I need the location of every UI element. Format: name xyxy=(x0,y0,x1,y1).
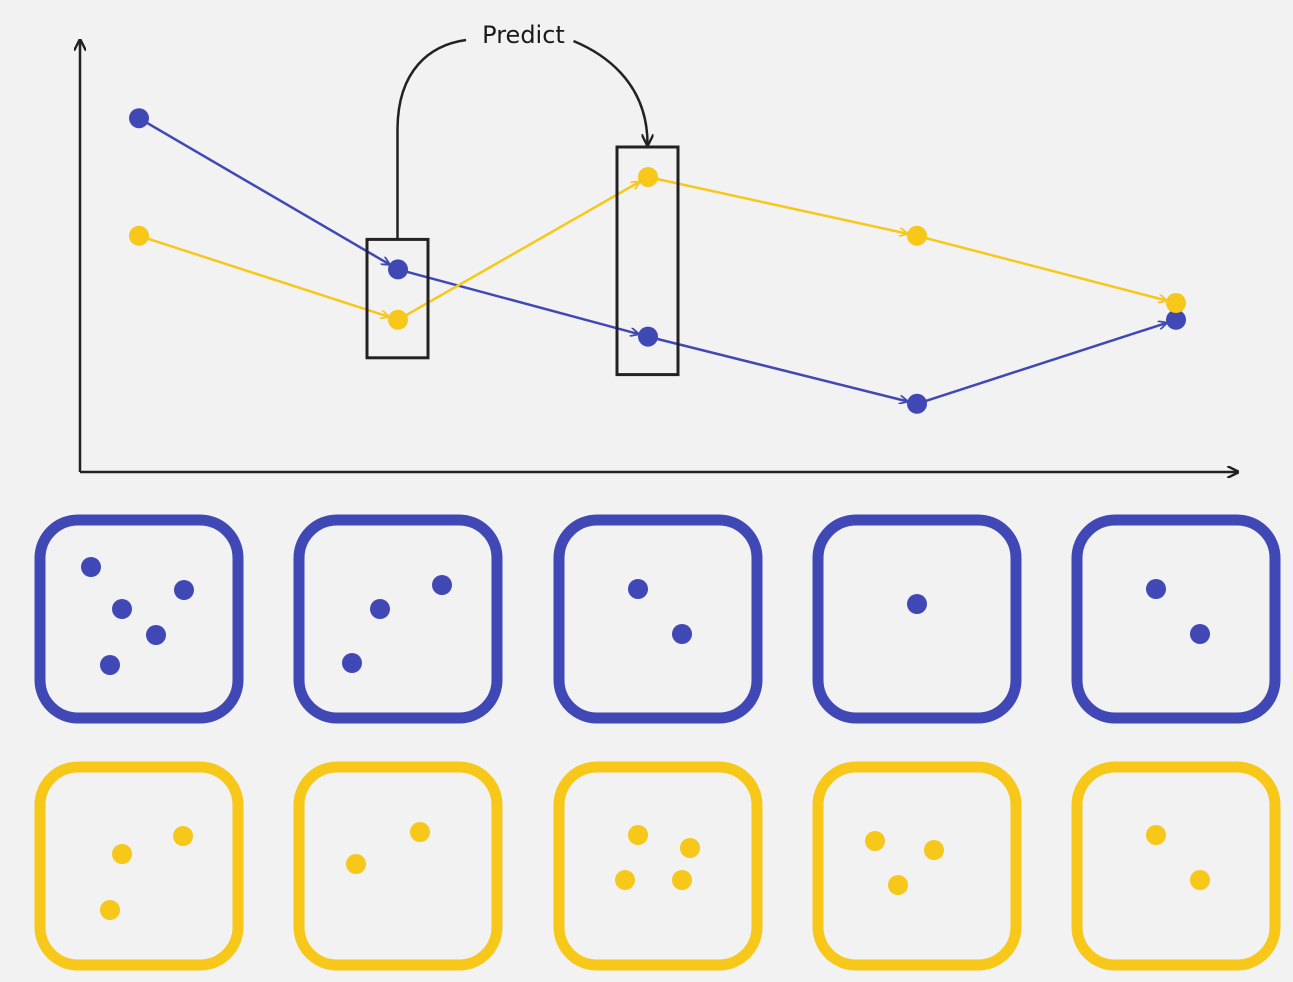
series-yellow-segment xyxy=(647,175,907,234)
series-yellow-segment xyxy=(138,234,388,317)
dice-grid xyxy=(34,514,1281,971)
die-pip xyxy=(1190,870,1210,890)
die-pip xyxy=(1146,579,1166,599)
die-pip xyxy=(112,599,132,619)
die-pip xyxy=(112,844,132,864)
die-pip xyxy=(672,624,692,644)
die-pip xyxy=(628,579,648,599)
series-blue-segment xyxy=(916,323,1166,405)
die-pip xyxy=(907,594,927,614)
highlight-layer xyxy=(365,145,680,377)
die-pip xyxy=(615,870,635,890)
die-yellow-5 xyxy=(1071,761,1281,971)
die-yellow-4 xyxy=(812,761,1022,971)
die-pip xyxy=(146,625,166,645)
die-pip xyxy=(173,826,193,846)
die-pip xyxy=(174,580,194,600)
die-pip xyxy=(370,599,390,619)
die-pip xyxy=(100,655,120,675)
series-blue-segment xyxy=(647,335,907,402)
predict-arrow xyxy=(396,38,648,240)
series-yellow-point xyxy=(638,167,658,187)
die-pip xyxy=(100,900,120,920)
die-pip xyxy=(342,653,362,673)
series-layer xyxy=(129,108,1186,414)
die-pip xyxy=(1190,624,1210,644)
die-pip xyxy=(865,831,885,851)
die-blue-5 xyxy=(1071,514,1281,724)
series-blue-point xyxy=(129,108,149,129)
die-blue-1 xyxy=(34,514,244,724)
series-yellow-point xyxy=(1166,293,1186,313)
series-yellow-point xyxy=(129,225,149,246)
die-pip xyxy=(81,557,101,577)
series-blue-segment xyxy=(397,268,638,334)
series-yellow-point xyxy=(907,225,927,246)
die-pip xyxy=(346,854,366,874)
die-pip xyxy=(680,838,700,858)
series-yellow-segment xyxy=(916,234,1166,301)
die-pip xyxy=(924,840,944,860)
series-blue-point xyxy=(638,326,658,347)
die-yellow-2 xyxy=(293,761,503,971)
series-yellow-point xyxy=(388,309,408,330)
series-blue-point xyxy=(388,259,408,280)
die-pip xyxy=(410,822,430,842)
die-blue-3 xyxy=(553,514,763,724)
series-blue-point xyxy=(1166,309,1186,330)
predict-annotation: Predict xyxy=(396,21,648,240)
die-pip xyxy=(888,875,908,895)
die-pip xyxy=(432,575,452,595)
series-yellow-segment xyxy=(397,182,639,321)
die-blue-4 xyxy=(812,514,1022,724)
predict-label: Predict xyxy=(482,21,565,49)
die-yellow-1 xyxy=(34,761,244,971)
die-yellow-3 xyxy=(553,761,763,971)
die-pip xyxy=(1146,825,1166,845)
series-blue-point xyxy=(907,393,927,414)
series-blue-segment xyxy=(138,117,389,264)
die-pip xyxy=(628,825,648,845)
die-blue-2 xyxy=(293,514,503,724)
die-pip xyxy=(672,870,692,890)
